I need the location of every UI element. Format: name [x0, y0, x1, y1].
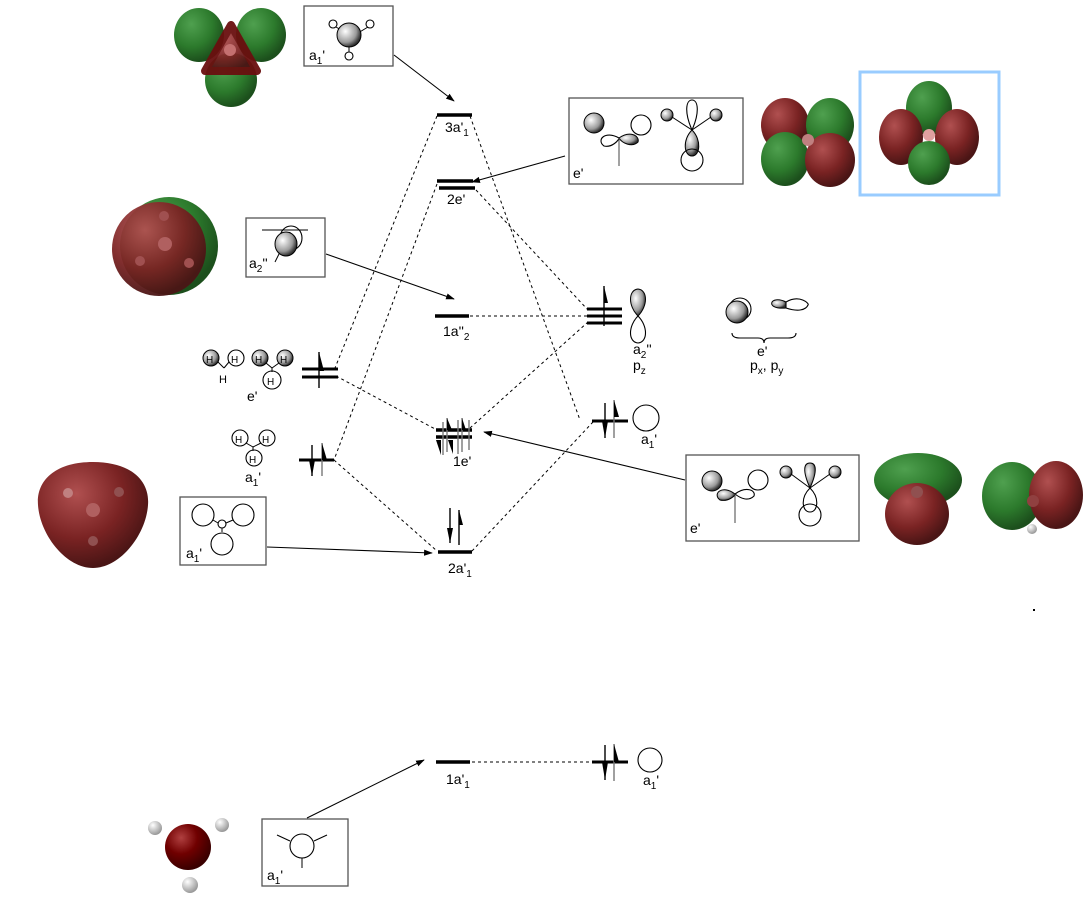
py-lobe-right — [785, 298, 809, 311]
corr-1e-b-p — [469, 321, 589, 429]
svg-text:H: H — [235, 435, 242, 446]
b-fragment-core: a1' — [592, 744, 663, 792]
orbital-render-1e-b — [982, 461, 1083, 534]
corr-2a1-b-a1 — [471, 421, 594, 552]
h3-a1-label: a1' — [245, 469, 261, 489]
arrow-e-top — [471, 155, 566, 183]
electron-pairs — [436, 418, 470, 455]
svg-text:H: H — [206, 355, 213, 366]
box-label: a1' — [186, 545, 202, 565]
box-label: e' — [690, 520, 700, 536]
arrow-a2pp — [325, 253, 455, 300]
b-fragment-p: a2'' pz — [587, 286, 652, 377]
orbital-render-a1-mid — [37, 462, 149, 568]
box-a1-mid: a1' — [179, 496, 267, 566]
svg-text:H: H — [262, 435, 269, 446]
svg-text:H: H — [219, 374, 227, 386]
h3-e-label: e' — [247, 388, 257, 404]
box-top-a1: a1' — [303, 5, 394, 67]
box-label: a1' — [309, 47, 325, 67]
orbital-render-core — [148, 818, 229, 893]
mo-level-1e: 1e' — [436, 418, 472, 469]
arrow-a1-core — [306, 759, 425, 819]
core-a1-label: a1' — [643, 772, 659, 792]
box-e-mid: e' — [685, 454, 860, 542]
svg-text:H: H — [280, 355, 287, 366]
stray-dot — [1033, 609, 1035, 611]
correlation-lines — [333, 115, 594, 763]
level-label: 1a''2 — [443, 323, 470, 343]
s-a1-label: a1' — [641, 431, 657, 451]
orbital-render-a2pp — [112, 197, 218, 296]
b-fragment-s: a1' — [592, 400, 660, 451]
e-label: e' — [757, 343, 767, 359]
arrow-a1-mid — [266, 546, 433, 556]
pxpy-label: px, py — [750, 357, 783, 377]
box-label: a1' — [267, 867, 283, 887]
orbital-render-2e-b-highlighted — [858, 70, 1001, 197]
h-orbital-shaded — [202, 349, 220, 367]
corr-1e-h3-e — [335, 375, 438, 431]
svg-text:H: H — [249, 455, 256, 466]
brace — [731, 332, 797, 344]
level-label: 2a'1 — [448, 560, 472, 580]
svg-text:H: H — [267, 377, 274, 388]
s-orbital — [632, 404, 660, 432]
mo-level-1a1: 1a'1 — [436, 760, 470, 791]
pz-lobe-bottom — [629, 315, 647, 344]
corr-2e-b-p — [475, 189, 589, 311]
highlight-box — [858, 70, 1001, 197]
pz-label: pz — [633, 357, 646, 377]
mo-level-3a1: 3a'1 — [437, 113, 472, 139]
orbital-render-3a1 — [174, 8, 286, 107]
h-orbital-open — [227, 349, 245, 367]
mo-level-1a2: 1a''2 — [435, 314, 470, 343]
pz-lobe-top — [630, 288, 646, 317]
py-lobe-left — [771, 299, 787, 309]
b-fragment-pxpy: e' px, py — [725, 297, 809, 377]
core-s-orbital — [637, 747, 663, 773]
svg-text:H: H — [255, 355, 262, 366]
px-orbital — [725, 300, 749, 324]
level-label: 3a'1 — [445, 119, 469, 139]
orbital-render-2e-a — [761, 98, 855, 187]
electron-pair — [447, 508, 463, 545]
corr-2e-h3-a1 — [333, 183, 438, 461]
box-a2pp: a2'' — [245, 217, 326, 278]
box-label: a2'' — [249, 255, 268, 275]
level-label: 1e' — [453, 453, 471, 469]
orbital-render-1e-a — [874, 453, 962, 545]
corr-3a1-h3-e — [334, 115, 438, 369]
arrow-top-a1 — [393, 54, 455, 102]
h3-fragment-a1: H H H a1' — [231, 429, 334, 489]
box-label: e' — [573, 165, 583, 181]
h3-fragment-e: H H H H H H e' — [202, 349, 338, 404]
a2pp-label: a2'' — [633, 341, 652, 361]
svg-text:H: H — [231, 355, 238, 366]
corr-3a1-b-a1 — [469, 115, 581, 421]
level-label: 2e' — [447, 191, 465, 207]
mo-level-2e: 2e' — [437, 179, 475, 207]
box-e-top: e' — [568, 97, 744, 185]
box-a1-core: a1' — [261, 818, 349, 887]
mo-level-2a1: 2a'1 — [438, 508, 472, 580]
level-label: 1a'1 — [446, 771, 470, 791]
arrow-e-mid — [483, 430, 686, 481]
corr-2a1-h3-a1 — [333, 459, 438, 552]
